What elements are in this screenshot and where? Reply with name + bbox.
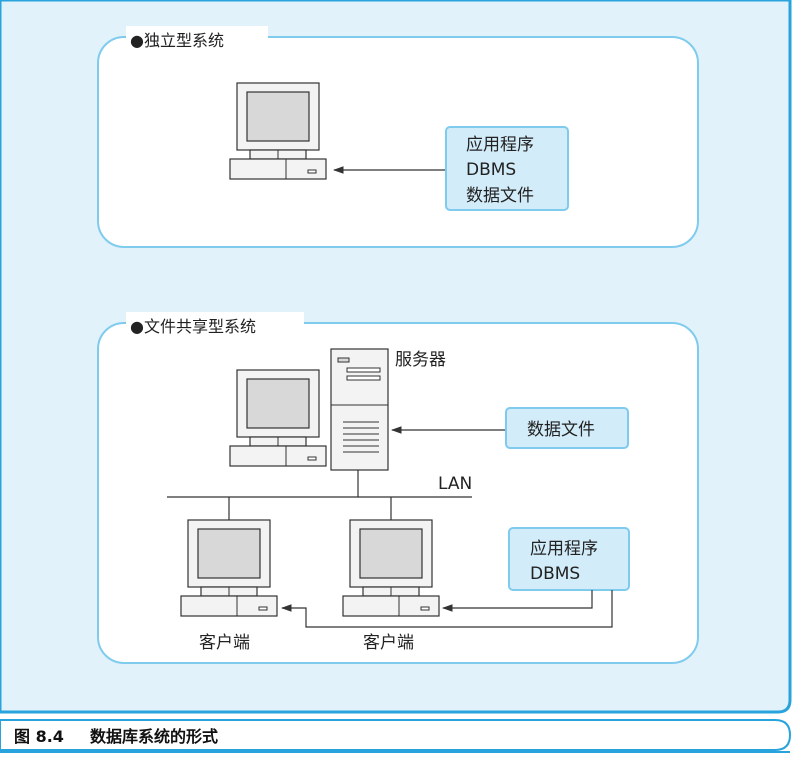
file-sharing-section: ●文件共享型系统 服务器 数据文件: [97, 312, 699, 664]
client-computer-icon: [180, 519, 278, 617]
client-label: 客户端: [363, 633, 414, 653]
standalone-title: ●独立型系统: [130, 31, 224, 50]
data-file-line: 数据文件: [527, 420, 595, 440]
data-file-box: [505, 407, 629, 449]
workstation-computer-icon: [229, 369, 327, 467]
lan-label: LAN: [438, 474, 472, 494]
client-software-line: DBMS: [530, 564, 580, 584]
standalone-software-box: [445, 126, 569, 211]
standalone-frame: [97, 36, 699, 248]
standalone-software-line: DBMS: [466, 160, 516, 180]
software-to-client2-arrow: [441, 590, 593, 612]
client-computer-icon: [342, 519, 440, 617]
server-label: 服务器: [395, 350, 446, 370]
figure-caption: 图 8.4 数据库系统的形式: [0, 719, 792, 753]
file-sharing-title: ●文件共享型系统: [130, 317, 256, 336]
client-label: 客户端: [199, 633, 250, 653]
standalone-software-line: 应用程序: [466, 135, 534, 155]
standalone-computer-icon: [229, 82, 327, 180]
standalone-software-line: 数据文件: [466, 186, 534, 206]
figure-number: 图 8.4: [14, 727, 64, 746]
server-tower-icon: [330, 348, 389, 471]
client-software-box: [508, 527, 630, 591]
figure-title: 数据库系统的形式: [90, 727, 218, 746]
software-to-client1-arrow: [280, 590, 613, 628]
standalone-section: ●独立型系统 应用程序 DBMS 数据文件: [97, 26, 699, 248]
client-software-line: 应用程序: [530, 539, 598, 559]
